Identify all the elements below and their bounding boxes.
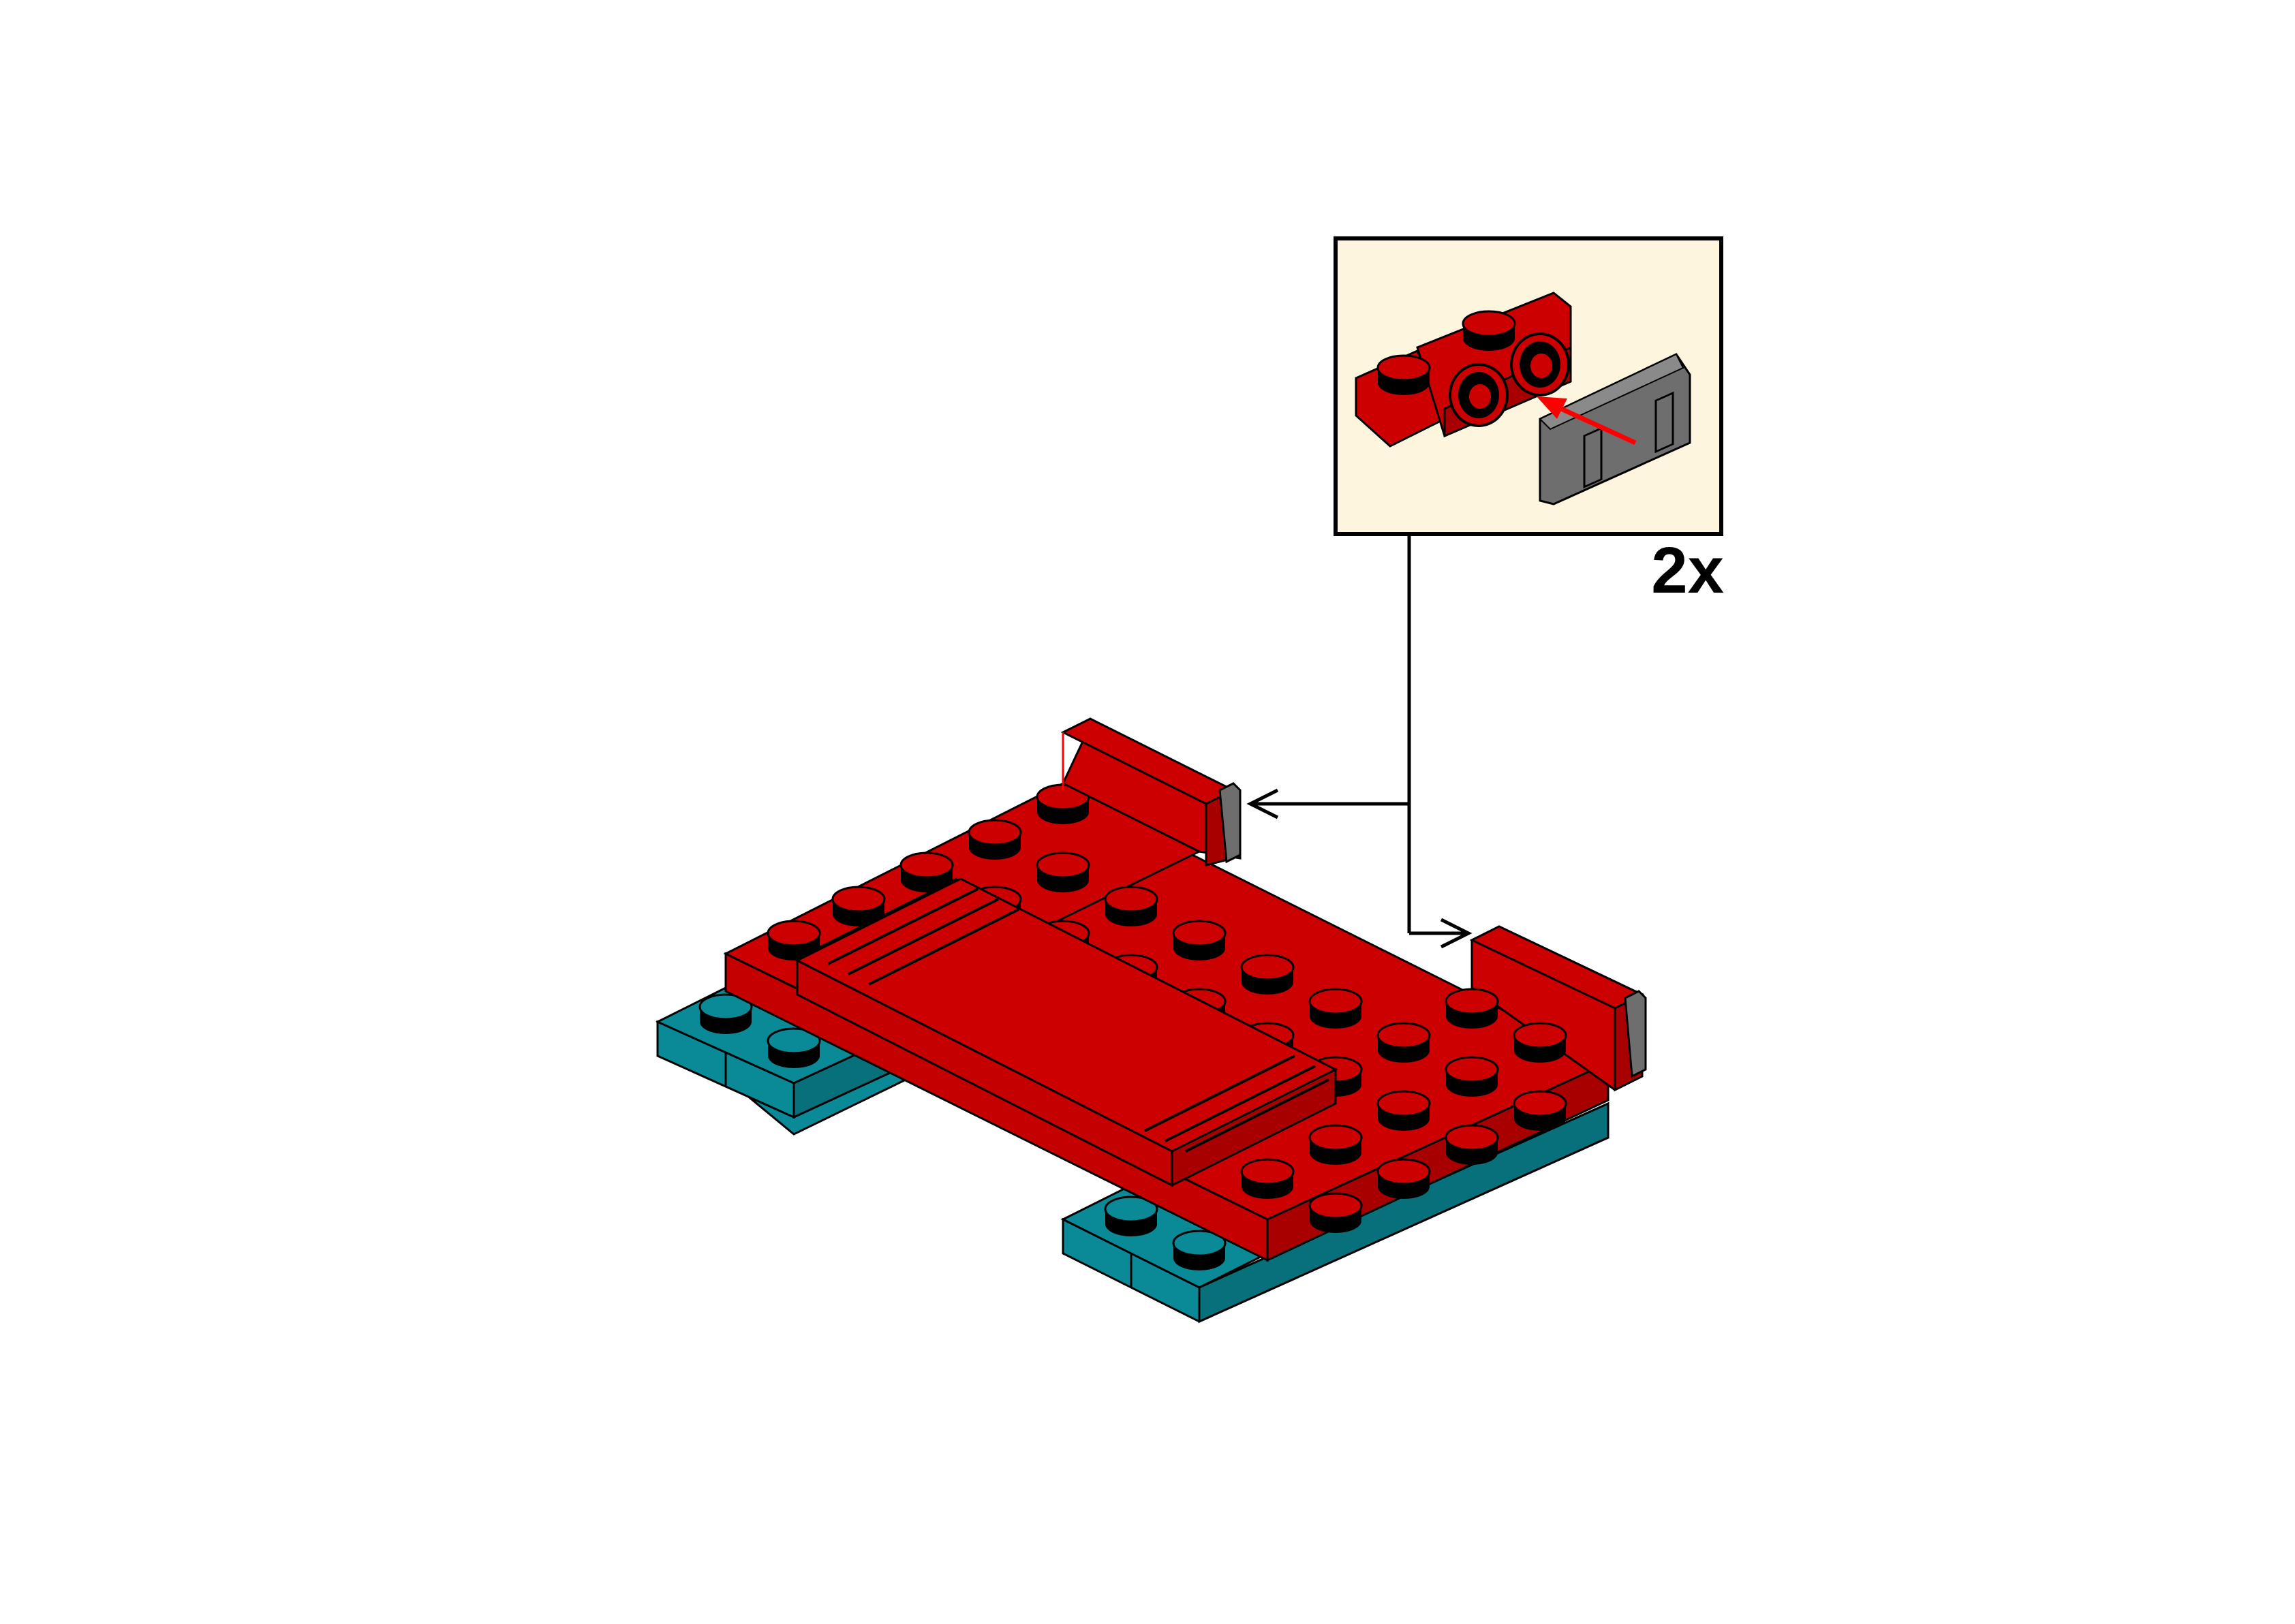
red-stud xyxy=(1308,1192,1363,1234)
red-stud xyxy=(1376,1090,1431,1132)
callout-bracket-hole xyxy=(1449,363,1509,427)
red-stud xyxy=(1240,954,1295,996)
callout-bracket-hole xyxy=(1510,332,1570,396)
callout-bracket-part xyxy=(1355,292,1572,448)
red-stud xyxy=(1104,886,1158,928)
red-stud xyxy=(1513,1022,1567,1064)
red-stud xyxy=(968,819,1022,861)
teal-stud xyxy=(1104,1196,1158,1238)
teal-stud xyxy=(1172,1230,1227,1272)
red-tile-with-grilles xyxy=(795,877,1338,1187)
red-stud xyxy=(1513,1090,1567,1132)
leader-arrows xyxy=(1246,534,1473,949)
red-stud xyxy=(1376,1022,1431,1064)
bracket-assembly-right xyxy=(1445,925,1647,1092)
red-stud xyxy=(1172,920,1227,962)
callout-multiplier-label: 2x xyxy=(1651,534,1724,607)
red-stud xyxy=(1240,1158,1295,1200)
callout-grey-tile xyxy=(1539,353,1691,505)
red-stud xyxy=(1308,988,1363,1030)
red-stud xyxy=(1445,988,1499,1030)
main-model xyxy=(656,717,1647,1324)
red-stud xyxy=(1376,1158,1431,1200)
teal-plate-right xyxy=(1060,1102,1609,1324)
bracket-assembly-left xyxy=(1060,717,1242,866)
red-stud xyxy=(1308,1124,1363,1166)
red-stud xyxy=(1445,1124,1499,1166)
red-stud xyxy=(1036,852,1090,894)
insertion-arrow xyxy=(1537,396,1637,446)
red-stud xyxy=(1445,1056,1499,1098)
callout-box xyxy=(1334,236,1723,536)
